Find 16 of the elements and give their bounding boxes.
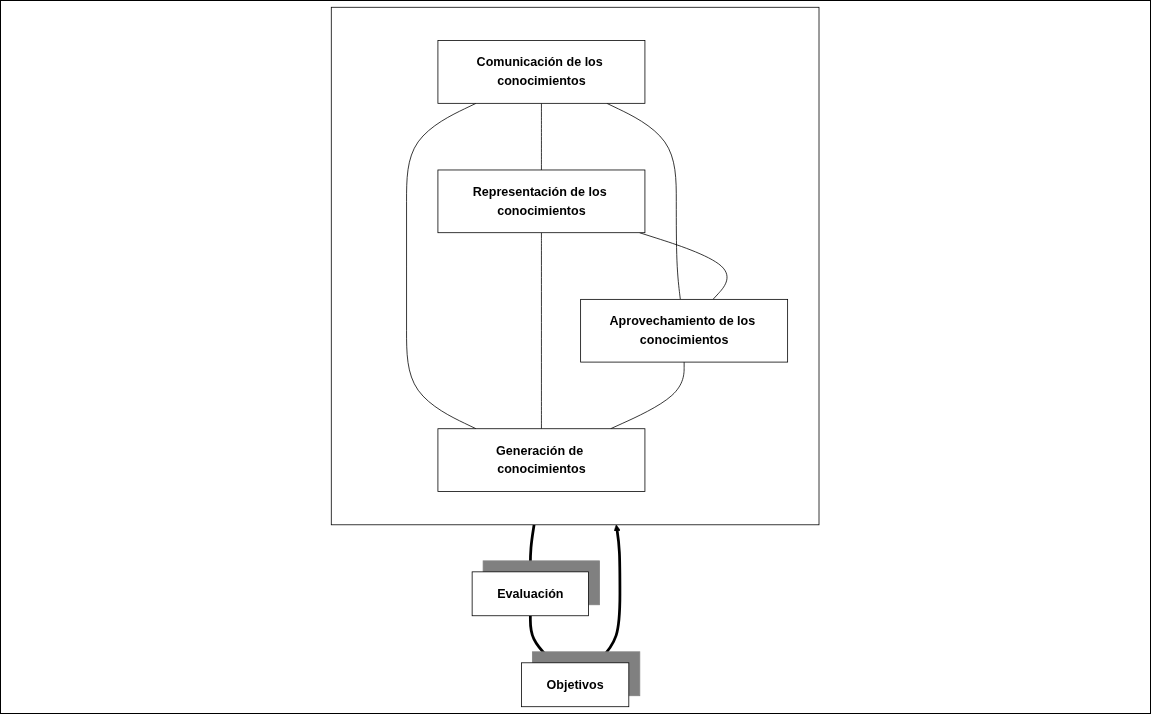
connector <box>610 361 685 430</box>
connector <box>639 232 728 300</box>
node-box: Aprovechamiento de los conocimientos <box>580 298 789 363</box>
node-box: Evaluación <box>472 571 590 617</box>
cluster <box>331 6 820 526</box>
connector <box>541 232 543 430</box>
connector <box>606 102 682 300</box>
arrow <box>596 524 622 664</box>
connector <box>541 102 543 171</box>
node-box: Generación de conocimientos <box>437 428 646 492</box>
arrow <box>527 524 536 573</box>
connector <box>406 102 477 430</box>
node-box: Representación de los conocimientos <box>437 169 646 234</box>
node-box: Objetivos <box>521 662 630 708</box>
node-box: Comunicación de los conocimientos <box>437 40 646 104</box>
arrow <box>529 615 555 664</box>
